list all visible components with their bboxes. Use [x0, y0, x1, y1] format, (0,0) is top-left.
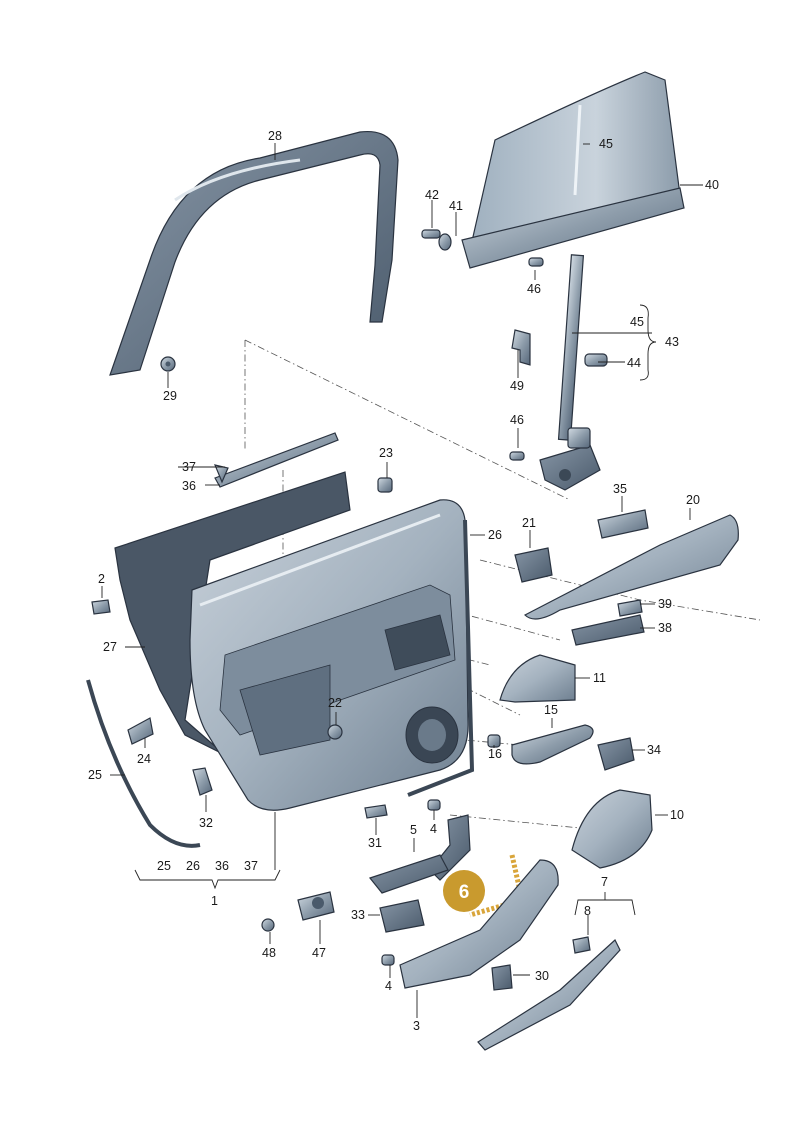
callout-32: 32 [199, 816, 213, 830]
switch-unit-part-5 [368, 854, 449, 894]
callout-15: 15 [544, 703, 558, 717]
clip-part-32 [192, 767, 213, 796]
callout-16: 16 [488, 747, 502, 761]
callout-42: 42 [425, 188, 439, 202]
callout-37-top: 37 [182, 460, 196, 474]
callout-28: 28 [268, 129, 282, 143]
trim-strip-part-20 [523, 514, 739, 620]
window-frame-trim-part-28 [109, 130, 399, 376]
callout-23: 23 [379, 446, 393, 460]
callout-43: 43 [665, 335, 679, 349]
callout-26: 26 [488, 528, 502, 542]
bracket-part-49 [511, 329, 531, 366]
callout-11: 11 [593, 671, 606, 685]
screw-part-46-lower [509, 451, 525, 461]
callout-27: 27 [103, 640, 117, 654]
bolt-part-42 [421, 229, 441, 239]
callout-22: 22 [328, 696, 342, 710]
callout-48: 48 [262, 946, 276, 960]
callout-34: 34 [647, 743, 661, 757]
cover-part-11 [499, 654, 576, 703]
callout-46-upper: 46 [527, 282, 541, 296]
seal-strip-part-26 [407, 519, 475, 797]
clip-part-24 [127, 717, 154, 745]
callout-21: 21 [522, 516, 536, 530]
button-part-39 [617, 599, 643, 617]
nut-part-29 [160, 356, 176, 372]
bolt-part-44 [584, 353, 608, 367]
callout-38: 38 [658, 621, 672, 635]
callout-49: 49 [510, 379, 524, 393]
screw-part-46-upper [528, 257, 544, 267]
handle-part-15 [511, 724, 594, 765]
bracket-part-21 [514, 547, 553, 583]
highlight-badge-6[interactable]: 6 [443, 870, 485, 912]
leader-lines [101, 143, 703, 1018]
callout-46-lower: 46 [510, 413, 524, 427]
group-1-item-37: 37 [244, 859, 258, 873]
callout-31: 31 [368, 836, 382, 850]
window-glass-part-45 [461, 71, 685, 269]
callout-7: 7 [601, 875, 608, 889]
callout-40: 40 [705, 178, 719, 192]
callout-45-regulator: 45 [630, 315, 644, 329]
callout-33: 33 [351, 908, 365, 922]
window-regulator-part-43 [539, 254, 601, 491]
callout-36-top: 36 [182, 479, 196, 493]
callout-4-upper: 4 [430, 822, 437, 836]
callout-41: 41 [449, 199, 463, 213]
callout-47: 47 [312, 946, 326, 960]
callout-labels: 28 29 42 41 45 40 46 45 43 44 49 46 37 3… [88, 129, 719, 1033]
callout-4-lower: 4 [385, 979, 392, 993]
door-trim-panel-part-1 [189, 499, 469, 811]
bracket-part-47 [297, 891, 335, 921]
callout-25: 25 [88, 768, 102, 782]
clip-part-8 [572, 936, 591, 954]
callout-8: 8 [584, 904, 591, 918]
screw-part-4-upper [427, 799, 441, 811]
trim-strip-part-7 [477, 939, 621, 1051]
callout-29: 29 [163, 389, 177, 403]
group-1-item-36: 36 [215, 859, 229, 873]
callout-2: 2 [98, 572, 105, 586]
washer-part-41 [438, 233, 452, 251]
callout-30: 30 [535, 969, 549, 983]
callout-5: 5 [410, 823, 417, 837]
group-1-item-25: 25 [157, 859, 171, 873]
clip-strip-part-36 [214, 432, 339, 488]
cover-part-10 [571, 789, 653, 869]
clip-part-30 [491, 964, 513, 991]
screw-part-48 [261, 918, 275, 932]
clip-part-31 [364, 804, 388, 819]
switch-part-34 [597, 737, 635, 771]
highlight-badge-label: 6 [459, 882, 470, 903]
screw-part-22 [327, 724, 343, 740]
callout-44: 44 [627, 356, 641, 370]
callout-1: 1 [211, 894, 218, 908]
seal-strip-part-25 [86, 679, 201, 848]
bracket-part-35 [597, 509, 649, 539]
callout-24: 24 [137, 752, 151, 766]
callout-39: 39 [658, 597, 672, 611]
armrest-part-3 [399, 859, 559, 989]
screw-part-4-lower [381, 954, 395, 966]
callout-45-glass: 45 [599, 137, 613, 151]
group-1-item-26: 26 [186, 859, 200, 873]
callout-35: 35 [613, 482, 627, 496]
callout-3: 3 [413, 1019, 420, 1033]
switch-strip-part-38 [571, 614, 645, 646]
bolt-part-23 [377, 477, 393, 493]
screw-part-2 [91, 599, 111, 615]
switch-block-part-33 [379, 899, 425, 933]
callout-10: 10 [670, 808, 684, 822]
callout-20: 20 [686, 493, 700, 507]
